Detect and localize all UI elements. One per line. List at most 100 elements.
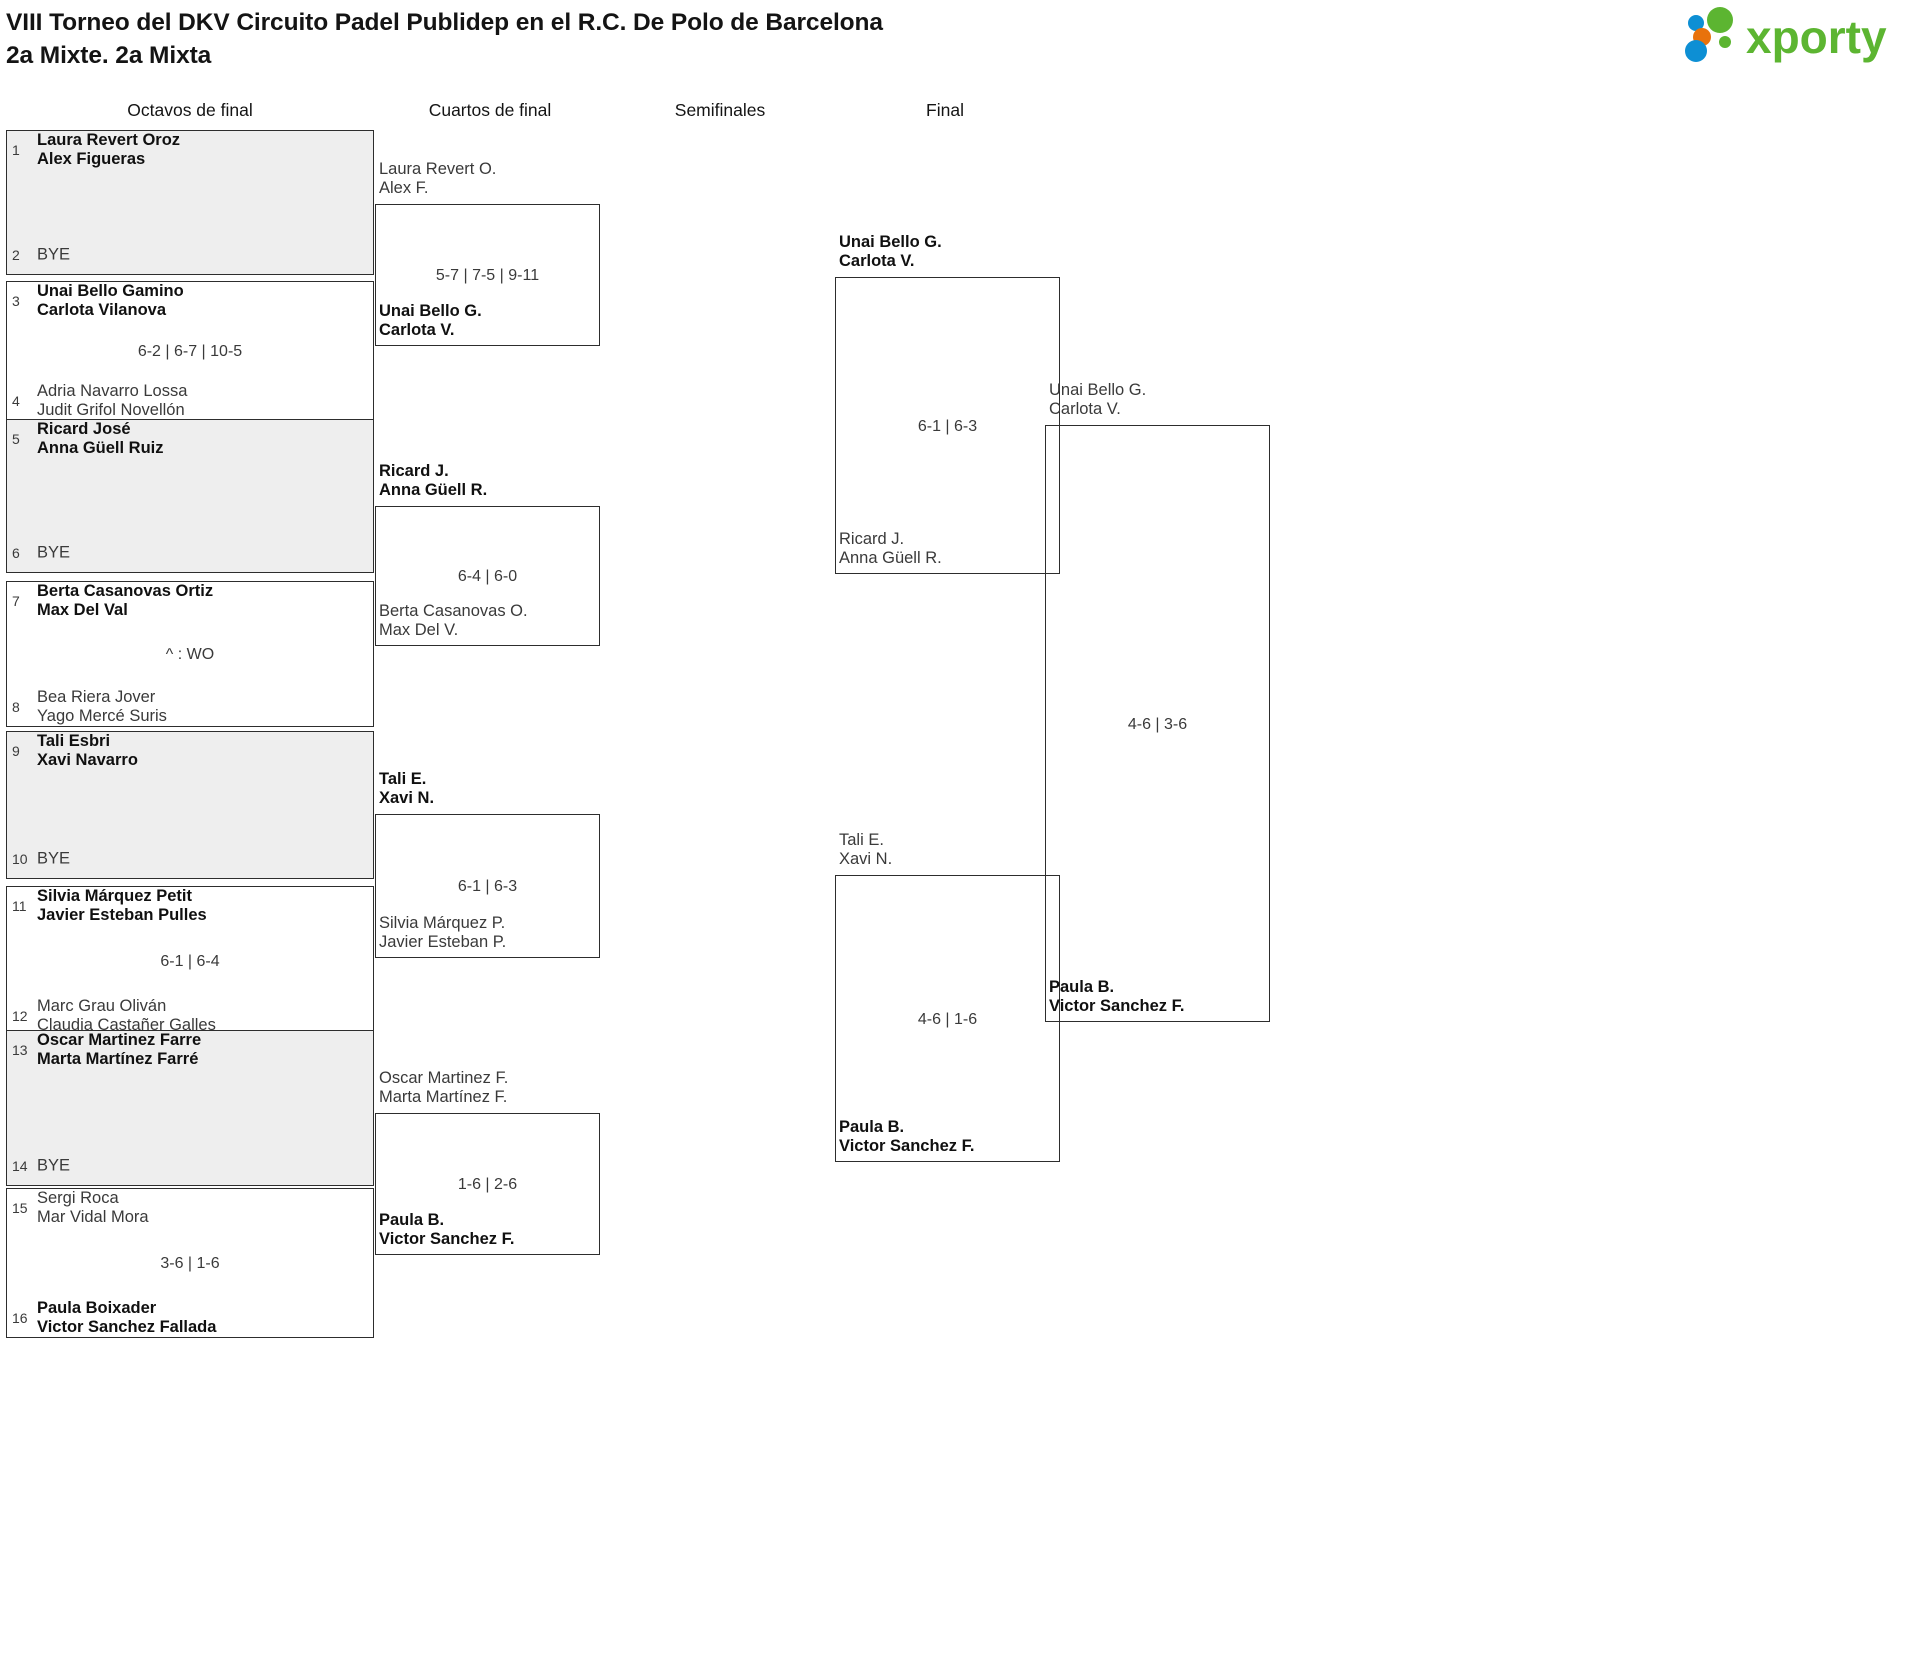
- seed-number-3: 3: [12, 293, 20, 309]
- r1-team-2-line1: BYE: [37, 245, 71, 264]
- r1-team-13-line2: Marta Martínez Farré: [37, 1050, 199, 1068]
- r2-team-below-3-line1: Silvia Márquez P.: [379, 914, 506, 932]
- r2-team-above-1-line1: Laura Revert O.: [379, 160, 497, 178]
- r2-team-above-3-line1: Tali E.: [379, 770, 427, 788]
- r2-match-3[interactable]: 6-1 | 6-3: [375, 814, 600, 958]
- r1-team-4-line1: Adria Navarro Lossa: [37, 382, 188, 400]
- r3-score-2: 4-6 | 1-6: [917, 1010, 978, 1028]
- r2-match-2[interactable]: 6-4 | 6-0: [375, 506, 600, 646]
- logo-dot-green-small: [1719, 36, 1731, 48]
- r1-slot-2[interactable]: 2 BYE: [7, 238, 373, 272]
- r2-match-4[interactable]: 1-6 | 2-6: [375, 1113, 600, 1255]
- r1-team-15-line1: Sergi Roca: [37, 1189, 119, 1207]
- r1-team-9-line1: Tali Esbri: [37, 732, 111, 750]
- r2-team-below-2-line1: Berta Casanovas O.: [379, 602, 528, 620]
- logo-dot-blue-top: [1688, 15, 1704, 31]
- r2-team-below-4-line1: Paula B.: [379, 1211, 445, 1229]
- r1-team-4-line2: Judit Grifol Novellón: [37, 401, 185, 419]
- r2-team-above-1: Laura Revert O.Alex F.: [379, 160, 496, 198]
- r3-team-above-1-line2: Carlota V.: [839, 252, 915, 270]
- seed-number-6: 6: [12, 545, 20, 561]
- r1-team-1-line2: Alex Figueras: [37, 150, 146, 168]
- seed-number-7: 7: [12, 593, 20, 609]
- logo-wordmark: xporty: [1746, 11, 1887, 63]
- r1-team-7-line2: Max Del Val: [37, 601, 128, 619]
- r2-team-above-3-line2: Xavi N.: [379, 789, 435, 807]
- r1-team-10: BYE: [37, 850, 70, 869]
- xporty-logo[interactable]: xporty: [1680, 6, 1896, 64]
- r2-team-below-2-line2: Max Del V.: [379, 621, 459, 639]
- r1-slot-6[interactable]: 6 BYE: [7, 536, 373, 570]
- r2-team-below-4-line2: Victor Sanchez F.: [379, 1230, 515, 1248]
- r2-match-1[interactable]: 5-7 | 7-5 | 9-11: [375, 204, 600, 346]
- r2-team-below-4: Paula B.Victor Sanchez F.: [379, 1211, 514, 1249]
- r1-team-11-line2: Javier Esteban Pulles: [37, 906, 207, 924]
- r2-team-above-1-line2: Alex F.: [379, 179, 429, 197]
- r1-team-10-line1: BYE: [37, 849, 71, 868]
- seed-number-2: 2: [12, 247, 20, 263]
- r1-team-16-line1: Paula Boixader: [37, 1299, 157, 1317]
- r3-team-below-2: Paula B.Victor Sanchez F.: [839, 1118, 974, 1156]
- r3-team-above-2-line2: Xavi N.: [839, 850, 893, 868]
- r1-team-11-line1: Silvia Márquez Petit: [37, 887, 192, 905]
- r1-team-14: BYE: [37, 1157, 70, 1176]
- r3-team-below-2-line2: Victor Sanchez F.: [839, 1137, 975, 1155]
- r1-score-2: 6-2 | 6-7 | 10-5: [137, 343, 243, 360]
- r2-team-above-2: Ricard J.Anna Güell R.: [379, 462, 487, 500]
- r2-team-above-4-line1: Oscar Martinez F.: [379, 1069, 509, 1087]
- seed-number-9: 9: [12, 743, 20, 759]
- seed-number-10: 10: [12, 851, 28, 867]
- r3-match-2[interactable]: 4-6 | 1-6: [835, 875, 1060, 1162]
- r4-match-1[interactable]: 4-6 | 3-6: [1045, 425, 1270, 1022]
- r3-team-below-1-line2: Anna Güell R.: [839, 549, 942, 567]
- r2-team-below-3-line2: Javier Esteban P.: [379, 933, 507, 951]
- seed-number-16: 16: [12, 1310, 28, 1326]
- r4-team-below-1-line1: Paula B.: [1049, 978, 1115, 996]
- r2-team-above-2-line1: Ricard J.: [379, 462, 449, 480]
- seed-number-8: 8: [12, 699, 20, 715]
- seed-number-1: 1: [12, 142, 20, 158]
- r1-team-6: BYE: [37, 544, 70, 563]
- r1-team-16-line2: Victor Sanchez Fallada: [37, 1318, 217, 1336]
- seed-number-11: 11: [12, 898, 27, 914]
- seed-number-4: 4: [12, 393, 20, 409]
- title-block: VIII Torneo del DKV Circuito Padel Publi…: [6, 6, 1206, 72]
- r1-team-12-line2: Claudia Castañer Galles: [37, 1016, 216, 1034]
- seed-number-13: 13: [12, 1042, 28, 1058]
- r1-team-5-line2: Anna Güell Ruiz: [37, 439, 164, 457]
- r1-slot-10[interactable]: 10 BYE: [7, 842, 373, 876]
- r1-team-13-line1: Oscar Martinez Farre: [37, 1031, 202, 1049]
- seed-number-5: 5: [12, 431, 20, 447]
- r3-team-above-2-line1: Tali E.: [839, 831, 884, 849]
